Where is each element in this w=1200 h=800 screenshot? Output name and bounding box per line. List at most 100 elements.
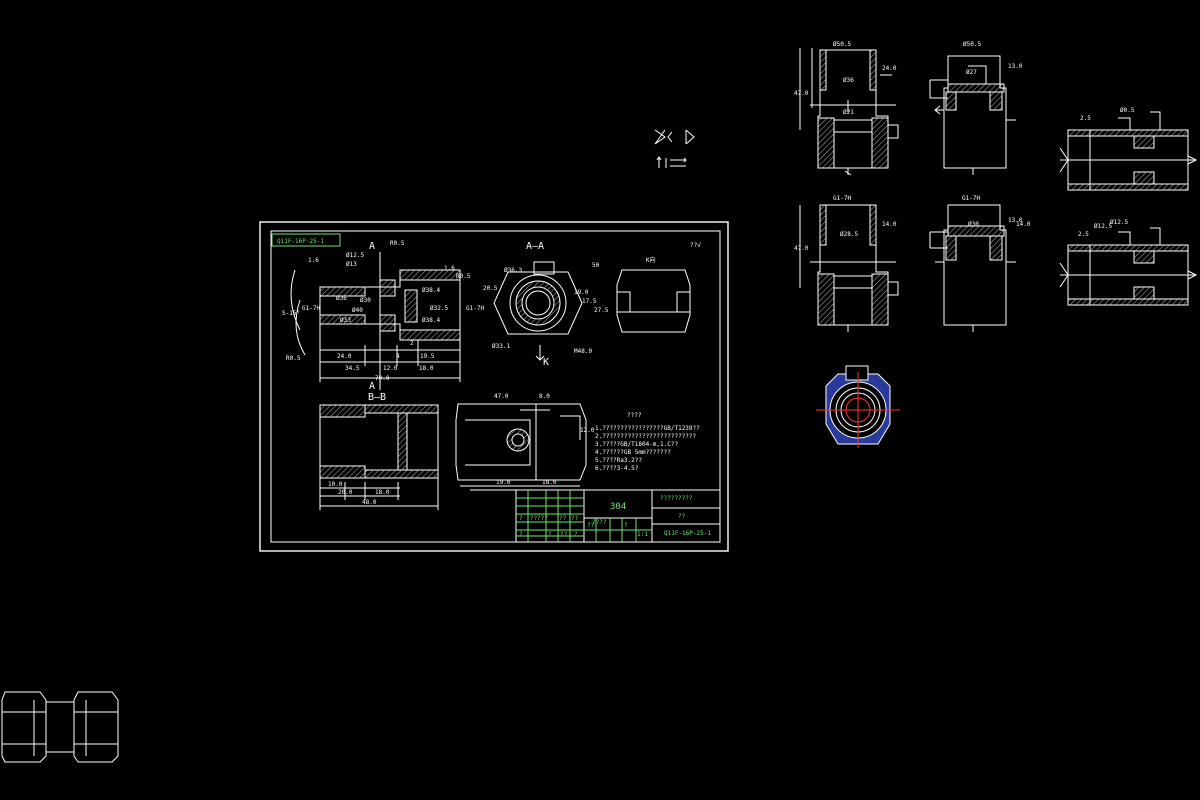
svg-text:2: 2 [410,340,414,347]
svg-text:34.5: 34.5 [345,365,360,372]
svg-text:Ø36: Ø36 [336,295,347,302]
svg-text:Ø12.5: Ø12.5 [346,252,364,259]
svg-text:14.0: 14.0 [1016,221,1031,228]
svg-text:47.0: 47.0 [794,90,809,97]
svg-text:12.0: 12.0 [580,427,595,434]
svg-text:70.0: 70.0 [375,375,390,382]
aux-view-4: G1-7H Ø30 13.0 14.0 [929,195,1031,332]
svg-text:?: ? [574,531,578,538]
view-label-a-top: A [369,241,375,252]
svg-text:?: ? [519,531,523,538]
svg-text:Ø12.5: Ø12.5 [1110,219,1128,226]
svg-text:12.0: 12.0 [383,365,398,372]
svg-text:47.0: 47.0 [494,393,509,400]
svg-text:2.5: 2.5 [1078,231,1089,238]
svg-text:G1-7H: G1-7H [302,305,320,312]
svg-text:?: ? [548,531,552,538]
side-outline-view: 47.0 8.0 19.0 18.0 12.0 [455,393,595,491]
svg-text:6.????3-4.5?: 6.????3-4.5? [595,465,639,472]
svg-text:13.0: 13.0 [1008,217,1023,224]
svg-text:27.5: 27.5 [594,307,609,314]
svg-text:3.?????GB/T1804-m,1.C??: 3.?????GB/T1804-m,1.C?? [595,441,678,448]
svg-text:??: ?? [587,522,595,529]
drawing-sheet: Q11F-16P-25-1 ??√ A A 1.6 Ø12.5 Ø13 R0.5… [259,221,729,552]
view-k-label: K向 [646,256,656,264]
svg-text:G1-7H: G1-7H [833,195,851,202]
aux-view-1: Ø50.5 Ø36 47.0 24.0 Ø21 [794,41,899,176]
svg-text:????: ???? [592,519,607,526]
svg-text:13.0: 13.0 [1008,63,1023,70]
svg-text:??: ?? [571,515,579,522]
part-code-box: Q11F-16P-25-1 [277,238,324,245]
svg-text:Ø30: Ø30 [360,297,371,304]
section-aa-label: A—A [526,241,544,252]
svg-text:47.0: 47.0 [794,245,809,252]
svg-text:2.??????????????????????????: 2.?????????????????????????? [595,433,697,440]
svg-text:2.5: 2.5 [1080,115,1091,122]
svg-text:20.5: 20.5 [483,285,498,292]
svg-text:1.6: 1.6 [308,257,319,264]
svg-text:M48.0: M48.0 [574,348,592,355]
svg-text:G1-7H: G1-7H [962,195,980,202]
svg-text:Ø33.1: Ø33.1 [492,343,510,350]
svg-text:Ø30: Ø30 [968,221,979,228]
svg-text:??: ?? [530,515,538,522]
svg-text:??: ?? [559,515,567,522]
section-bb-view: B—B 10.0 20.0 18.0 48.0 [319,392,439,510]
svg-text:24.0: 24.0 [337,353,352,360]
svg-text:Ø36: Ø36 [843,77,854,84]
svg-text:S-15°: S-15° [282,310,300,317]
section-aa-view: A—A Ø36.3 50 19.0 17.5 27.5 Ø33.1 M48.0 … [483,241,609,368]
end-view-colored [816,365,900,448]
svg-text:18.0: 18.0 [375,489,390,496]
svg-text:48.0: 48.0 [362,499,377,506]
aux-view-2: Ø50.5 Ø27 13.0 [929,41,1023,175]
flow-symbol-group [654,129,695,168]
svg-text:Ø13: Ø13 [346,261,357,268]
svg-text:G1-7H: G1-7H [466,305,484,312]
aux-view-5: 2.5 Ø0.5 [1059,107,1198,191]
tech-req-title: ???? [627,412,642,419]
svg-text:Ø50.5: Ø50.5 [963,41,981,48]
svg-text:5.????Ra3.2??: 5.????Ra3.2?? [595,457,642,464]
svg-text:24.0: 24.0 [882,65,897,72]
svg-text:4.??????GB 5mm???????: 4.??????GB 5mm??????? [595,449,671,456]
svg-text:???: ??? [537,515,548,522]
title-block: 304 ????????? ?? Q11F-16P-25-1 ? ?? ??? … [515,489,721,543]
svg-text:?: ? [624,522,628,529]
section-bb-label: B—B [368,392,386,403]
svg-text:R0.5: R0.5 [286,355,301,362]
svg-text:Ø40: Ø40 [352,307,363,314]
svg-text:8.0: 8.0 [539,393,550,400]
svg-text:Ø0.5: Ø0.5 [1120,107,1135,114]
svg-text:4: 4 [396,353,400,360]
view-label-a-bottom: A [369,381,375,392]
drawing-name-text: ????????? [660,495,693,502]
svg-text:1:1: 1:1 [637,531,648,538]
svg-text:18.0: 18.0 [419,365,434,372]
material-text: 304 [610,502,626,512]
svg-text:19.0: 19.0 [496,479,511,486]
svg-text:19.0: 19.0 [574,289,589,296]
svg-text:Ø27: Ø27 [966,69,977,76]
label-k: K [543,357,549,368]
aux-view-3: G1-7H Ø28.5 14.0 47.0 [794,195,899,332]
roughness-note: ??√ [690,242,701,249]
svg-text:18.0: 18.0 [542,479,557,486]
drawing-number-text: Q11F-16P-25-1 [664,530,711,537]
svg-text:??: ?? [560,531,568,538]
svg-text:19.5: 19.5 [420,353,435,360]
svg-text:Ø36.3: Ø36.3 [504,267,522,274]
svg-text:Ø21: Ø21 [843,109,854,116]
svg-text:Ø38.4: Ø38.4 [422,287,440,294]
svg-text:14.0: 14.0 [882,221,897,228]
svg-text:Ø28.5: Ø28.5 [840,231,858,238]
technical-requirements: ???? 1.?????????????????GB/T1239?? 2.???… [595,412,700,472]
svg-text:10.0: 10.0 [328,481,343,488]
svg-text:50: 50 [592,262,600,269]
svg-text:1.6: 1.6 [444,265,455,272]
svg-text:Ø32.5: Ø32.5 [430,305,448,312]
svg-text:1.?????????????????GB/T1239??: 1.?????????????????GB/T1239?? [595,425,700,432]
front-section-view: A A 1.6 Ø12.5 Ø13 R0.5 R0.5 1.6 G1-7H G1… [282,240,484,392]
